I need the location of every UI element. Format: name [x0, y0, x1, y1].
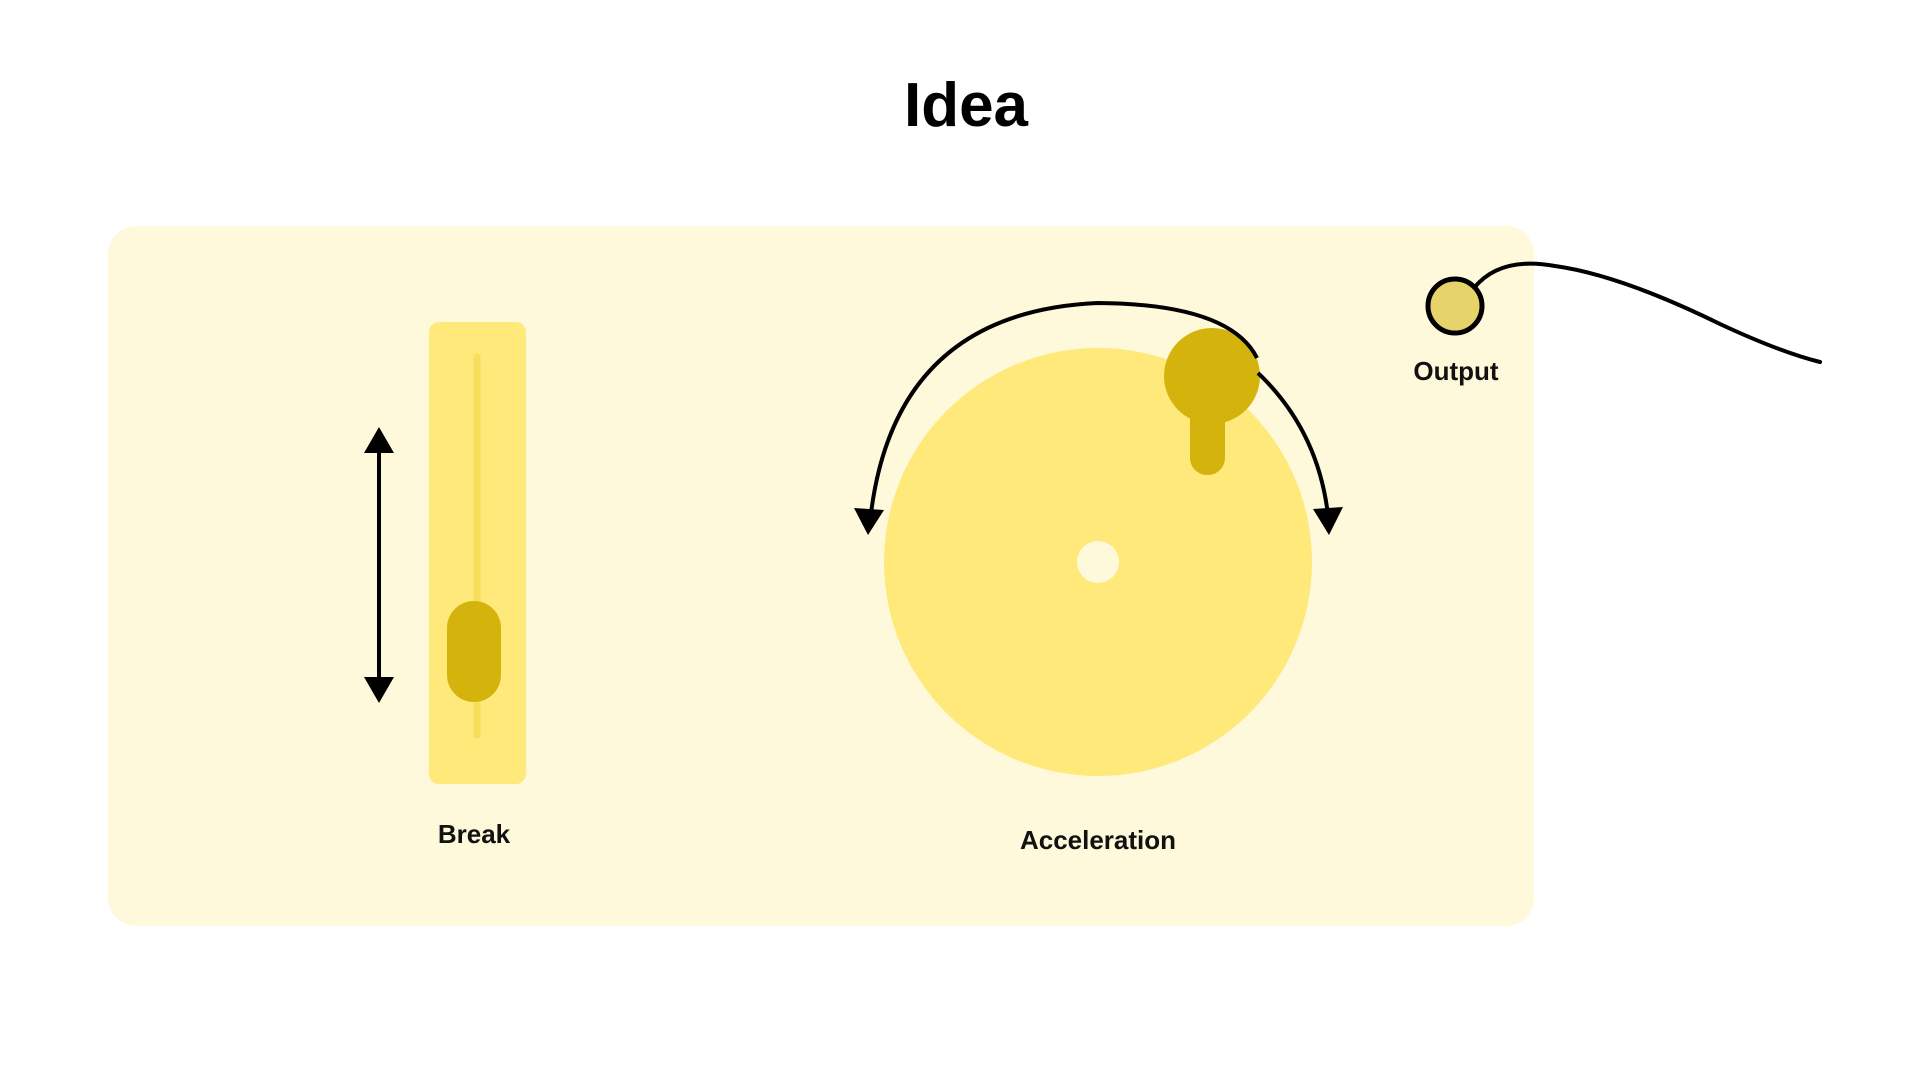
acceleration-dial-knob[interactable]: [1164, 328, 1260, 424]
break-label: Break: [437, 819, 511, 849]
output-port[interactable]: [1425, 276, 1485, 336]
curved-double-arrow-icon: [868, 300, 1330, 523]
double-headed-vertical-arrow-icon: [364, 427, 394, 703]
output-cable: [1472, 261, 1822, 364]
page-title: Idea: [903, 71, 1029, 140]
break-slider-handle[interactable]: [447, 601, 501, 702]
acceleration-label: Acceleration: [1019, 825, 1177, 855]
output-label: Output: [1413, 356, 1499, 386]
rotation-arrowhead-left: [854, 508, 884, 535]
acceleration-dial[interactable]: [884, 328, 1312, 776]
rotation-arrowhead-right: [1313, 507, 1343, 535]
break-slider[interactable]: [429, 322, 526, 784]
acceleration-dial-center: [1077, 541, 1119, 583]
